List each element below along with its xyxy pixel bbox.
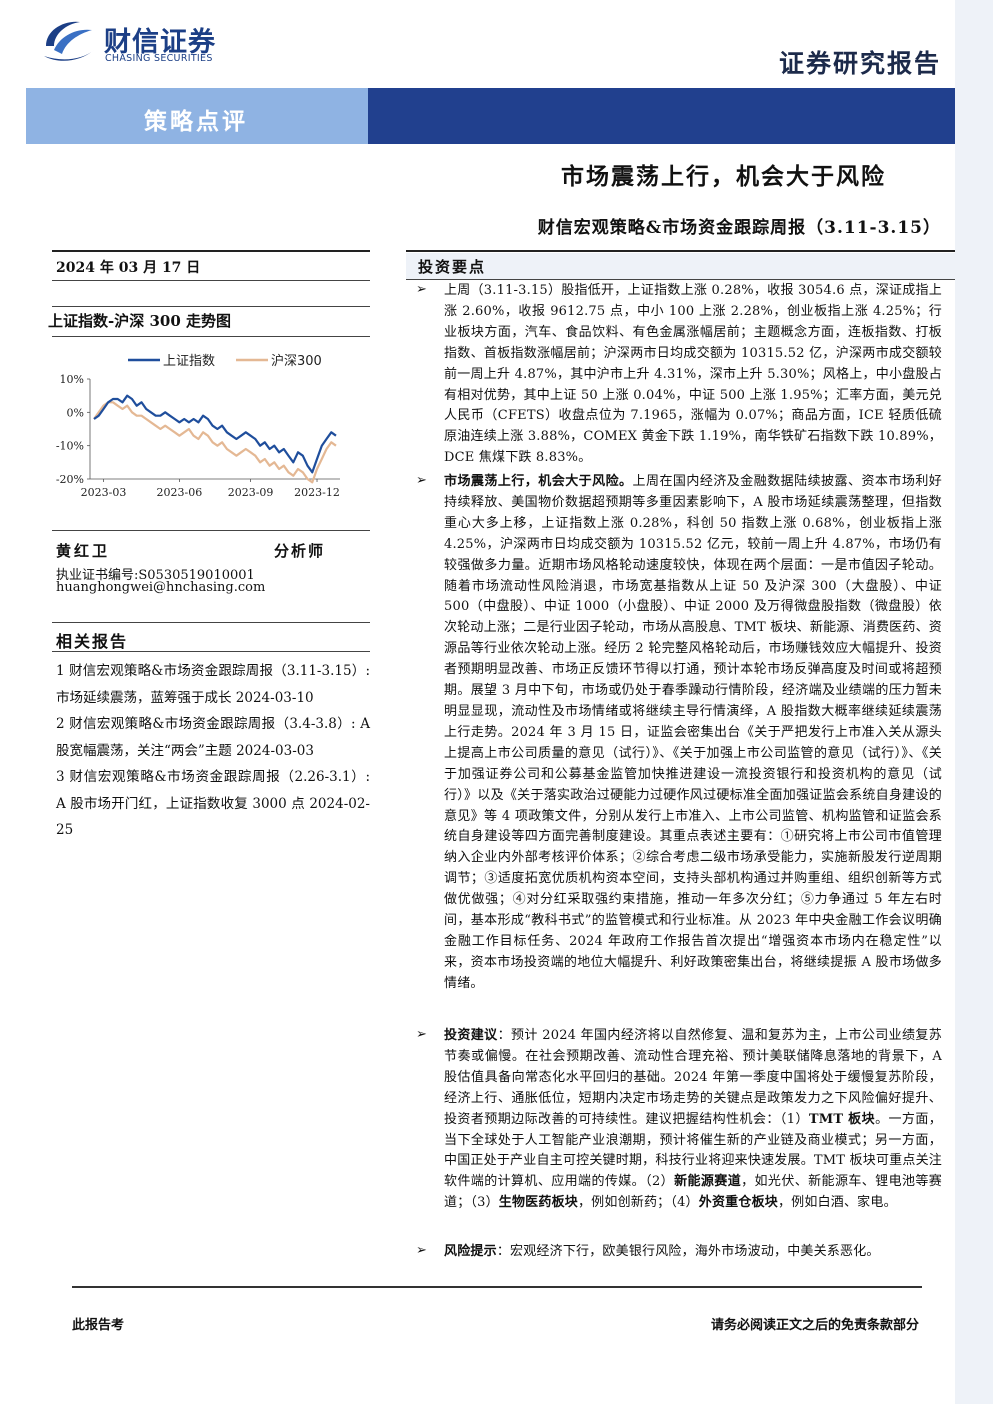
bullet-body: ，例如创新药；（4）	[577, 1195, 699, 1211]
right-margin-strip	[955, 0, 993, 1404]
legend-label: 沪深300	[271, 353, 322, 369]
footer-divider	[72, 1286, 922, 1288]
y-tick-label: 0%	[67, 406, 84, 419]
series-line-csi300	[93, 401, 337, 484]
investment-header-bg	[406, 253, 955, 279]
related-reports-list: 1 财信宏观策略&市场资金跟踪周报（3.11-3.15）:市场延续震荡，蓝筹强于…	[56, 658, 370, 844]
arrow-bullet-icon: ➢	[416, 282, 427, 297]
bullet-heading: 风险提示	[444, 1244, 497, 1259]
chasing-logo-icon	[44, 21, 94, 61]
bullet-heading: 投资建议	[444, 1028, 498, 1043]
divider	[406, 279, 955, 280]
x-tick-label: 2023-03	[81, 486, 127, 499]
x-tick-label: 2023-09	[228, 486, 274, 499]
header-banner: 策略点评	[26, 88, 955, 144]
bullet-heading: 市场震荡上行，机会大于风险。	[444, 474, 633, 489]
related-report-item[interactable]: 2 财信宏观策略&市场资金跟踪周报（3.4-3.8）: A 股宽幅震荡，关注“两…	[56, 716, 370, 759]
x-tick-label: 2023-06	[157, 486, 203, 499]
bullet-text: 风险提示：宏观经济下行，欧美银行风险，海外市场波动，中美关系恶化。	[444, 1242, 942, 1263]
bullet-body: ：宏观经济下行，欧美银行风险，海外市场波动，中美关系恶化。	[496, 1244, 880, 1259]
bullet-body: ，例如白酒、家电。	[777, 1195, 897, 1211]
legend-label: 上证指数	[163, 354, 215, 369]
brand-logo: 财信证券 CHASING SECURITIES	[40, 16, 230, 68]
bullet-text: 上周（3.11-3.15）股指低开，上证指数上涨 0.28%，收报 3054.6…	[444, 283, 942, 466]
related-reports-title: 相关报告	[56, 632, 129, 651]
bullet-body: ，如光伏、新能源车、锂电池等赛道；（3）	[444, 1174, 942, 1211]
index-trend-chart: 10% 0% -10% -20%2023-03 2023-06 2023-09 2023-1…	[56, 353, 340, 499]
series-line-shanghai-index	[93, 394, 337, 474]
sector-keyword: TMT 板块	[808, 1111, 876, 1127]
related-report-item[interactable]: 1 财信宏观策略&市场资金跟踪周报（3.11-3.15）:市场延续震荡，蓝筹强于…	[56, 663, 370, 706]
report-title: 市场震荡上行，机会大于风险	[561, 163, 886, 190]
bullet-body: 上周在国内经济及金融数据陆续披露、资本市场利好持续释放、美国物价数据超预期等多重…	[444, 474, 942, 991]
banner-label: 策略点评	[144, 108, 248, 135]
report-subtitle: 财信宏观策略&市场资金跟踪周报（3.11-3.15）	[537, 218, 941, 238]
y-tick-label: -20%	[56, 473, 84, 486]
brand-name-cn: 财信证券	[104, 27, 216, 58]
footer-left-text: 此报告考	[72, 1318, 125, 1333]
report-date: 2024 年 03 月 17 日	[56, 260, 201, 276]
y-tick-label: -10%	[56, 440, 84, 453]
divider	[52, 336, 370, 337]
divider	[52, 280, 370, 281]
banner-dark-block	[368, 88, 955, 144]
sector-keyword: 生物医药板块	[498, 1195, 578, 1211]
brand-name-en: CHASING SECURITIES	[105, 53, 213, 64]
bullet-text: 投资建议：预计 2024 年国内经济将以自然修复、温和复苏为主，上市公司业绩复苏…	[444, 1026, 942, 1214]
divider	[52, 651, 370, 652]
report-type: 证券研究报告	[778, 49, 941, 78]
x-tick-label: 2023-12	[294, 486, 340, 499]
analyst-role: 分析师	[274, 542, 326, 560]
arrow-bullet-icon: ➢	[416, 1243, 427, 1258]
divider	[52, 306, 370, 307]
divider	[52, 622, 370, 623]
y-tick-label: 10%	[60, 373, 84, 386]
analyst-cert: 执业证书编号:S0530519010001	[56, 568, 255, 583]
divider	[406, 250, 955, 252]
arrow-bullet-icon: ➢	[416, 1027, 427, 1042]
divider	[52, 250, 370, 252]
related-report-item[interactable]: 3 财信宏观策略&市场资金跟踪周报（2.26-3.1）: A 股市场开门红，上证…	[56, 769, 370, 838]
sector-keyword: 新能源赛道	[674, 1174, 742, 1190]
arrow-bullet-icon: ➢	[416, 473, 427, 488]
bullet-body: 。一方面，当下全球处于人工智能产业浪潮期，预计将催生新的产业链及商业模式；另一方…	[444, 1111, 942, 1190]
analyst-email[interactable]: huanghongwei@hnchasing.com	[56, 580, 266, 595]
footer-disclaimer-note: 请务必阅读正文之后的免责条款部分	[710, 1318, 919, 1333]
chart-title: 上证指数-沪深 300 走势图	[48, 312, 231, 330]
analyst-name: 黄红卫	[56, 542, 111, 560]
bullet-body: ：预计 2024 年国内经济将以自然修复、温和复苏为主，上市公司业绩复苏节奏或偏…	[444, 1028, 942, 1127]
sector-keyword: 外资重仓板块	[698, 1195, 778, 1211]
divider	[52, 530, 370, 531]
banner-light-block	[26, 88, 368, 144]
bullet-text: 市场震荡上行，机会大于风险。上周在国内经济及金融数据陆续披露、资本市场利好持续释…	[444, 472, 942, 995]
investment-title: 投资要点	[418, 258, 487, 276]
